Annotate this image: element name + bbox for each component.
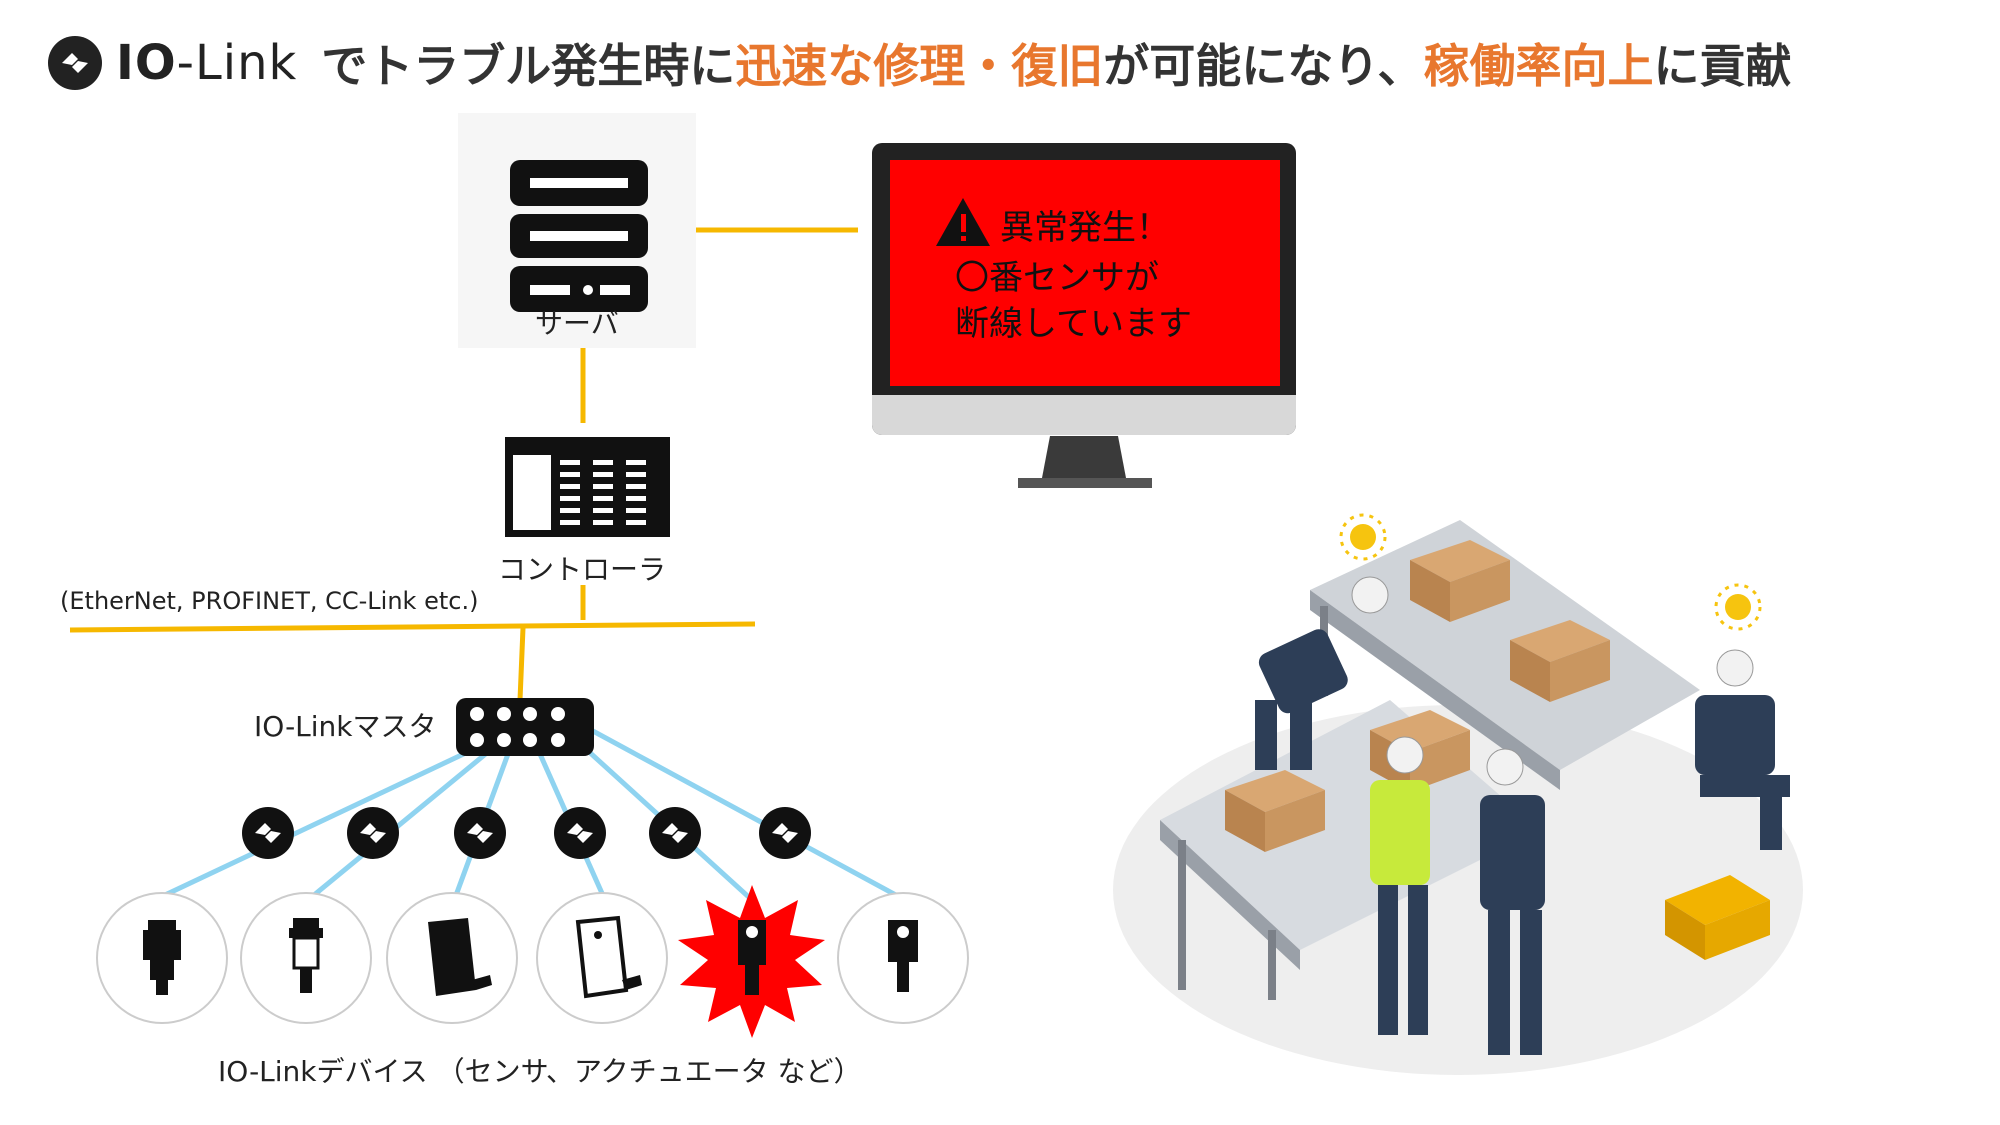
io-link-port-icon — [649, 807, 701, 859]
title-text-2: が可能になり、 — [1103, 39, 1424, 93]
io-link-master-label: IO-Linkマスタ — [254, 710, 437, 743]
title-text-1: でトラブル発生時に — [321, 39, 736, 93]
square-sensor-icon — [837, 892, 969, 1024]
worker-right — [1695, 649, 1790, 850]
lightbulb-icon — [1714, 583, 1762, 631]
io-link-port-icon — [242, 807, 294, 859]
alert-message-line2: 断線しています — [955, 304, 1192, 344]
photoelectric-sensor-outline-icon — [536, 892, 668, 1024]
title-highlight-2: 稼働率向上 — [1423, 39, 1654, 93]
alert-title: 異常発生！ — [1000, 208, 1170, 248]
bus-master-link — [517, 627, 526, 701]
toolbox-icon — [1665, 875, 1770, 960]
worker-vest — [1370, 736, 1430, 1035]
worker-left — [1255, 576, 1389, 770]
lightbulb-icon — [1339, 513, 1387, 561]
io-link-port-icon — [554, 807, 606, 859]
server-label: サーバ — [535, 307, 619, 340]
photoelectric-sensor-icon — [386, 892, 518, 1024]
cylindrical-sensor-icon — [96, 892, 228, 1024]
brand-name: IO-Link — [116, 35, 298, 91]
devices-label: IO-Linkデバイス （センサ、アクチュエータ など） — [218, 1055, 862, 1088]
worker-center — [1480, 748, 1545, 1055]
monitor-chin — [872, 395, 1296, 435]
controller-label: コントローラ — [498, 553, 667, 586]
io-link-port-icon — [347, 807, 399, 859]
cardboard-box — [1225, 770, 1325, 852]
cardboard-box — [1510, 620, 1610, 702]
faulty-sensor-alert-icon — [678, 885, 825, 1038]
title-highlight-1: 迅速な修理・復旧 — [735, 39, 1104, 93]
page-title: IO-Link でトラブル発生時に 迅速な修理・復旧 が可能になり、 稼働率向上… — [48, 28, 1791, 98]
io-link-port-icon — [454, 807, 506, 859]
alert-message-line1: 〇番センサが — [955, 258, 1159, 298]
cylindrical-sensor-outline-icon — [240, 892, 372, 1024]
io-link-port-icon — [759, 807, 811, 859]
title-text-3: に貢献 — [1653, 39, 1792, 93]
fieldbus-line — [69, 621, 756, 633]
network-label: (EtherNet, PROFINET, CC-Link etc.) — [60, 587, 479, 615]
monitor-screen-alert — [890, 160, 1280, 386]
cardboard-box — [1410, 540, 1510, 622]
io-link-logo-icon — [48, 36, 102, 90]
